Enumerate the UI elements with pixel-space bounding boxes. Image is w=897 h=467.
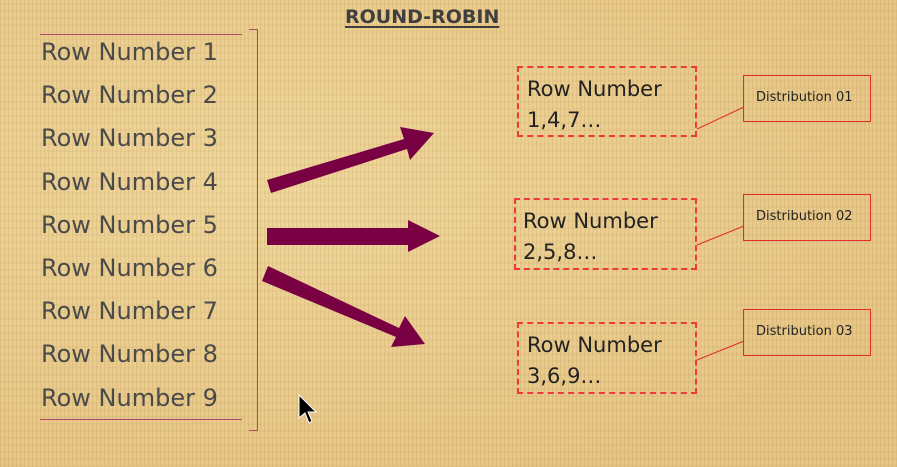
distribution-02-box: Distribution 02 bbox=[743, 194, 871, 241]
group-box-3-line2: 3,6,9… bbox=[527, 364, 602, 388]
row-item-2: Row Number 2 bbox=[41, 81, 218, 109]
row-list: Row Number 1 Row Number 2 Row Number 3 R… bbox=[40, 34, 242, 420]
mouse-pointer-icon bbox=[298, 394, 318, 424]
group-box-2: Row Number 2,5,8… bbox=[514, 198, 697, 270]
arrow-to-distribution-03 bbox=[262, 266, 425, 347]
distribution-03-box: Distribution 03 bbox=[743, 309, 871, 356]
row-item-9: Row Number 9 bbox=[41, 384, 218, 412]
group-box-2-line2: 2,5,8… bbox=[523, 240, 598, 264]
row-bracket bbox=[249, 29, 258, 431]
row-item-3: Row Number 3 bbox=[41, 124, 218, 152]
diagram-title: ROUND-ROBIN bbox=[345, 6, 500, 28]
group-box-1: Row Number 1,4,7… bbox=[517, 66, 697, 137]
row-item-6: Row Number 6 bbox=[41, 254, 218, 282]
row-item-4: Row Number 4 bbox=[41, 168, 218, 196]
leader-line-03 bbox=[696, 340, 745, 361]
distribution-01-box: Distribution 01 bbox=[743, 75, 871, 122]
row-item-8: Row Number 8 bbox=[41, 340, 218, 368]
leader-line-02 bbox=[696, 225, 745, 246]
group-box-1-line1: Row Number bbox=[527, 77, 662, 101]
arrow-to-distribution-01 bbox=[267, 127, 434, 193]
row-item-1: Row Number 1 bbox=[41, 38, 218, 66]
leader-line-01 bbox=[696, 106, 745, 130]
group-box-3: Row Number 3,6,9… bbox=[517, 322, 697, 394]
arrow-to-distribution-02 bbox=[267, 220, 440, 252]
row-item-5: Row Number 5 bbox=[41, 211, 218, 239]
group-box-2-line1: Row Number bbox=[523, 209, 658, 233]
group-box-3-line1: Row Number bbox=[527, 333, 662, 357]
row-item-7: Row Number 7 bbox=[41, 297, 218, 325]
group-box-1-line2: 1,4,7… bbox=[527, 108, 602, 132]
